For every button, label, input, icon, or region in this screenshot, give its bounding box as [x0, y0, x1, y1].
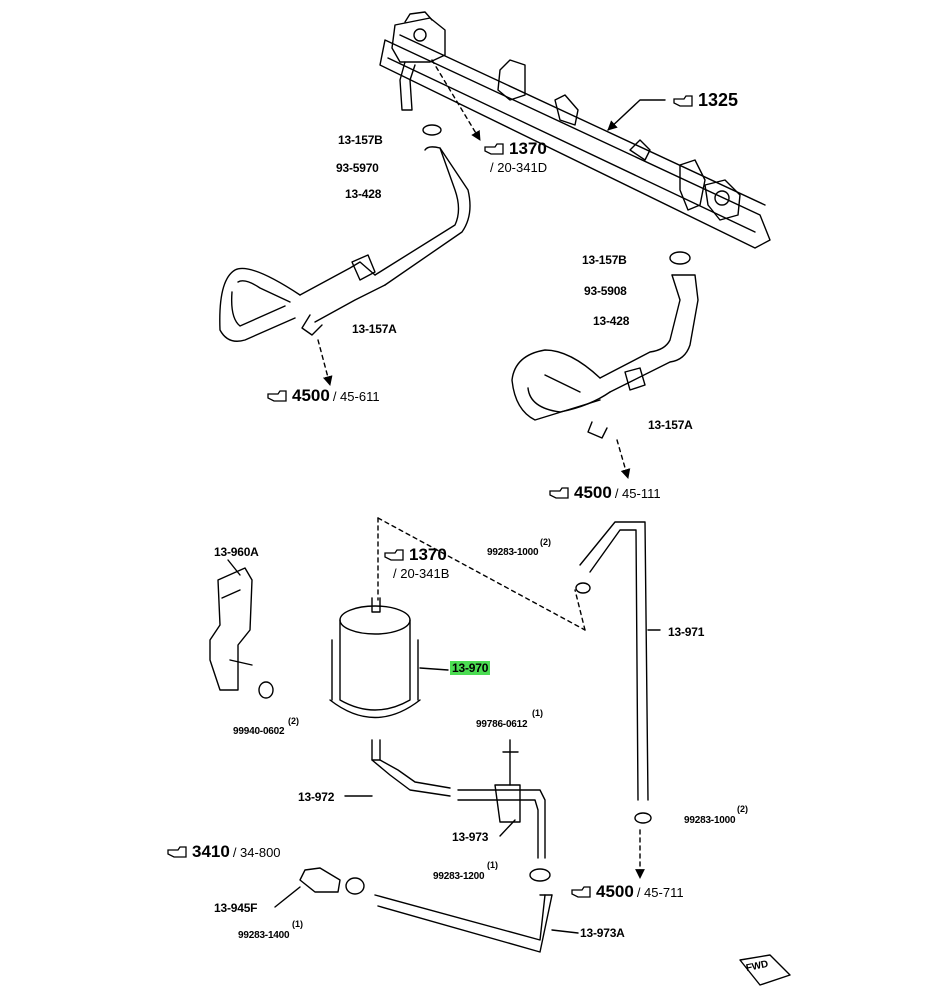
- leader-13-973: [499, 819, 516, 837]
- qty: (2): [288, 716, 299, 726]
- ref-3410[interactable]: 3410 / 34-800: [166, 842, 281, 862]
- part-13-157A[interactable]: 13-157A: [352, 322, 397, 336]
- ref-num: 1325: [698, 90, 739, 110]
- part-13-972[interactable]: 13-972: [298, 790, 335, 804]
- part-93-5908[interactable]: 93-5908: [584, 284, 627, 298]
- pointing-hand-icon: [267, 390, 287, 402]
- pointing-hand-icon: [571, 886, 591, 898]
- ref-num: 1370: [409, 545, 447, 564]
- hose-right: [511, 251, 699, 439]
- ref-sub: / 20-341D: [490, 160, 548, 175]
- ref-num: 1370: [509, 139, 547, 158]
- ref-num: 4500: [596, 882, 634, 901]
- part-93-5970[interactable]: 93-5970: [336, 161, 379, 175]
- bracket: [209, 567, 274, 699]
- part-99283-1000[interactable]: 99283-1000: [684, 815, 736, 826]
- highlighted-part-label: 13-970: [450, 661, 491, 675]
- qty: (1): [292, 919, 303, 929]
- part-13-960A[interactable]: 13-960A: [214, 545, 259, 559]
- part-13-428[interactable]: 13-428: [593, 314, 630, 328]
- ref-sub: / 45-611: [332, 388, 380, 404]
- ref-1370-top[interactable]: 1370: [483, 139, 547, 159]
- ref-1325[interactable]: 1325: [672, 90, 738, 111]
- ref-sub: / 20-341B: [393, 566, 450, 581]
- pointing-hand-icon: [673, 94, 693, 107]
- qty: (1): [487, 860, 498, 870]
- leader-1325: [607, 99, 666, 131]
- part-99283-1000[interactable]: 99283-1000: [487, 547, 539, 558]
- pointing-hand-icon: [484, 143, 504, 155]
- part-13-428[interactable]: 13-428: [345, 187, 382, 201]
- ref-4500-bottom[interactable]: 4500 / 45-711: [570, 882, 684, 902]
- ref-4500-left[interactable]: 4500 / 45-611: [266, 386, 380, 406]
- pointing-hand-icon: [549, 487, 569, 499]
- ref-num: 4500: [292, 386, 330, 405]
- ref-sub: / 45-111: [614, 485, 661, 501]
- qty: (2): [737, 804, 748, 814]
- ref-num: 3410: [192, 842, 230, 861]
- clamp-1200: [529, 868, 551, 882]
- part-13-970[interactable]: 13-970: [450, 661, 491, 675]
- part-13-971[interactable]: 13-971: [668, 625, 705, 639]
- part-13-973[interactable]: 13-973: [452, 830, 489, 844]
- hose-13-972: [371, 759, 451, 797]
- fwd-arrow: [739, 954, 791, 986]
- ref-4500-right[interactable]: 4500 / 45-111: [548, 483, 661, 503]
- leader-1370-top: [431, 59, 481, 141]
- part-13-157B[interactable]: 13-157B: [338, 133, 383, 147]
- leader-13-973A: [551, 929, 579, 934]
- ref-sub: / 34-800: [232, 844, 281, 860]
- leader-13-945F: [274, 886, 301, 908]
- pointing-hand-icon: [384, 549, 404, 561]
- leader-13-960A: [227, 559, 241, 576]
- ref-num: 4500: [574, 483, 612, 502]
- leader-4500-left: [317, 339, 333, 386]
- fuel-rail: [379, 11, 771, 249]
- leader-13-970: [419, 667, 449, 671]
- hose-left: [219, 124, 471, 342]
- pointing-hand-icon: [167, 846, 187, 858]
- part-13-157A[interactable]: 13-157A: [648, 418, 693, 432]
- pipe-13-973: [457, 739, 546, 859]
- part-13-945F[interactable]: 13-945F: [214, 901, 258, 915]
- hose-13-973A: [299, 867, 553, 953]
- hose-13-971: [575, 521, 652, 824]
- part-99786-0612[interactable]: 99786-0612: [476, 719, 528, 730]
- part-13-973A[interactable]: 13-973A: [580, 926, 625, 940]
- part-13-157B[interactable]: 13-157B: [582, 253, 627, 267]
- qty: (1): [532, 708, 543, 718]
- charcoal-canister: [329, 597, 421, 761]
- part-99283-1400[interactable]: 99283-1400: [238, 930, 290, 941]
- part-99283-1200[interactable]: 99283-1200: [433, 871, 485, 882]
- ref-1370-bottom[interactable]: 1370: [383, 545, 447, 565]
- part-99940-0602[interactable]: 99940-0602: [233, 726, 285, 737]
- leader-4500-right: [616, 439, 631, 479]
- ref-sub: / 45-711: [636, 884, 684, 900]
- qty: (2): [540, 537, 551, 547]
